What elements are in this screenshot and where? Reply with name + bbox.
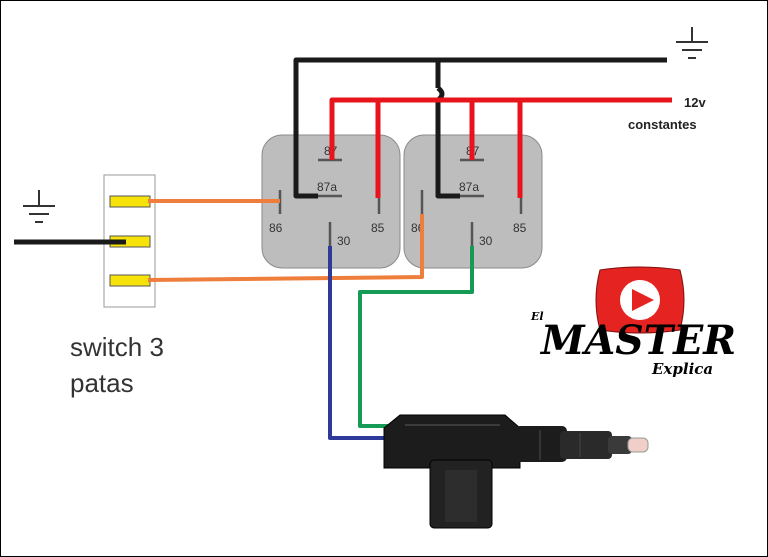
ground-icon (676, 27, 708, 59)
power-wire-main (329, 97, 672, 160)
relay-2-label-30: 30 (479, 234, 493, 248)
power-wire (329, 97, 672, 198)
relay-2-label-87a: 87a (459, 180, 479, 194)
supply-note-label: constantes (628, 117, 697, 132)
el-master-explica-logo: El MASTER Explica (530, 266, 736, 378)
switch-ground-icon (23, 190, 55, 223)
relay-1-label-30: 30 (337, 234, 351, 248)
switch-caption-line-2: patas (70, 368, 134, 398)
relay-1-label-87a: 87a (317, 180, 337, 194)
relay-1-label-86: 86 (269, 221, 283, 235)
actuator-wire-green (358, 246, 474, 428)
switch-wires (147, 199, 424, 282)
supply-voltage-label: 12v (684, 95, 706, 110)
play-icon (632, 289, 654, 311)
door-lock-actuator (383, 414, 649, 529)
logo-text-big: MASTER (539, 317, 736, 364)
switch-terminal-top (109, 195, 151, 208)
ground-wire (293, 57, 667, 199)
ground-wire-relay-1 (293, 57, 667, 199)
logo-text-small: El (530, 310, 544, 323)
logo-text-sub: Explica (651, 360, 713, 378)
ground-wire-relay-2 (435, 112, 460, 199)
relay-2-label-85: 85 (513, 221, 527, 235)
relay-1-label-85: 85 (371, 221, 385, 235)
switch-wire-to-relay-2 (147, 214, 424, 282)
actuator-wire-blue (328, 246, 404, 440)
switch-caption-line-1: switch 3 (70, 332, 164, 362)
switch-terminal-bottom (109, 274, 151, 287)
